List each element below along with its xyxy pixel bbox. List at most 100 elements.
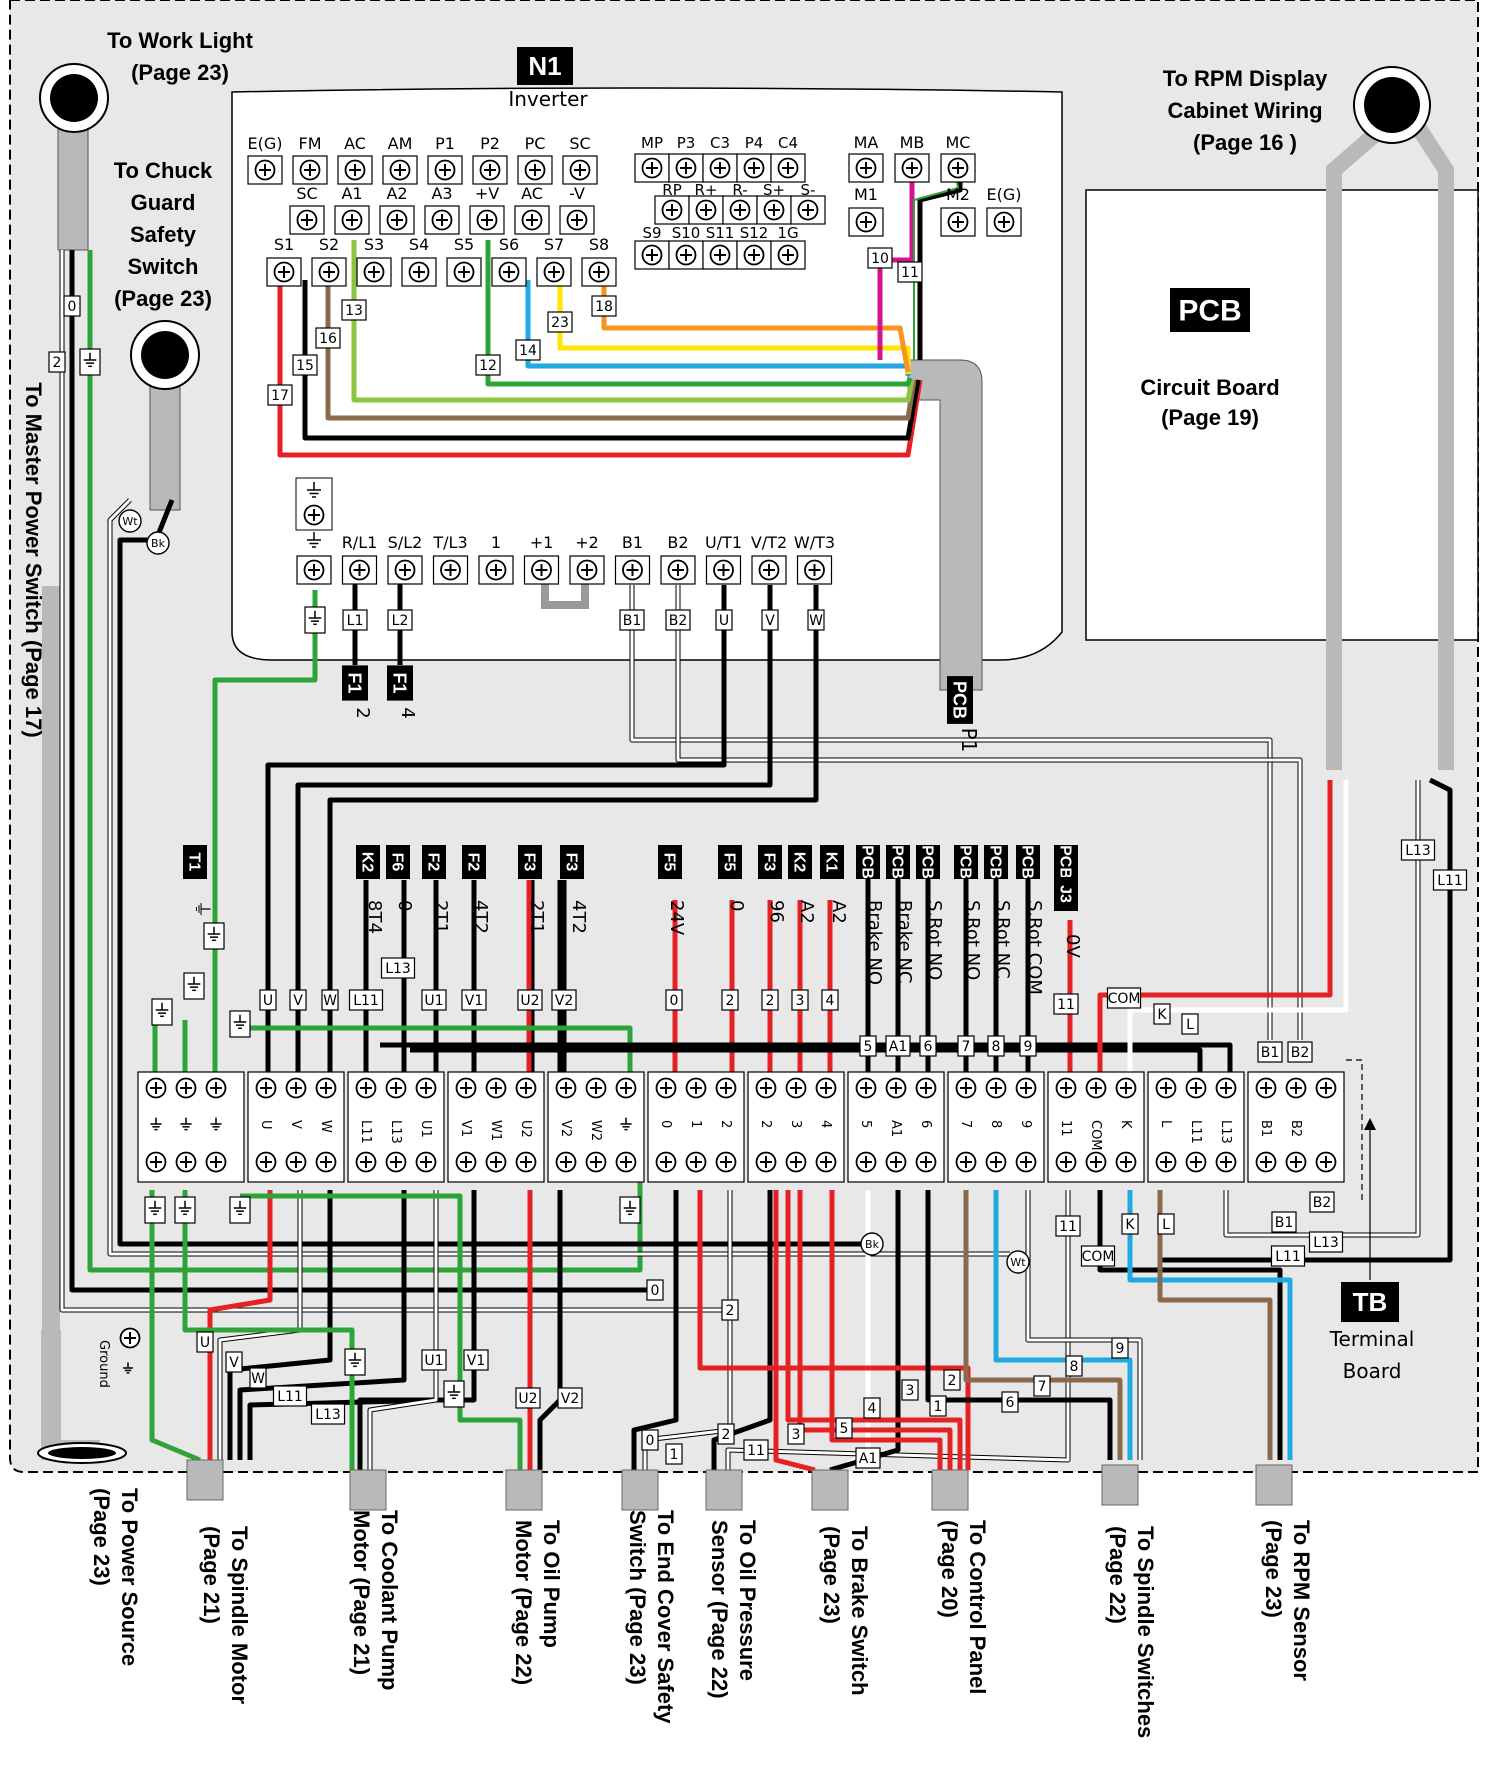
tb-tag-top: 9 [1024,1039,1033,1055]
upper-badge-group: K2 [788,845,812,879]
tb-tag-bottom-box [641,1429,659,1451]
tb-tag-top-box [1053,993,1079,1015]
tb-term-label: V [288,1120,303,1129]
tb-term-label: 8 [988,1120,1003,1128]
inv-term-label: S4 [409,235,429,254]
tag-12: 12 [479,358,497,374]
tb-term-label: V2 [558,1120,573,1137]
tb-tag-top-box [885,1035,911,1057]
tb-tag-top-box [1257,1041,1283,1063]
inv-term-label: C3 [710,134,730,152]
tb-tag-top: U1 [424,993,443,1009]
tag-16: 16 [319,331,337,347]
tb-tag-bottom: L13 [1313,1235,1339,1251]
upper-badge-bg [1016,845,1040,879]
power-tag-box [342,609,368,631]
master-switch-conduit [42,586,60,1346]
tb-tag-bottom: 4 [868,1401,877,1417]
tb-tag-top-box [721,989,739,1011]
tb-tag-bottom-box [1121,1213,1139,1235]
power-tag-box [387,609,413,631]
upper-badge-group: K1 [820,845,844,879]
tb-tag-top: K [1157,1007,1167,1023]
pcb-p1-badge: PCB [950,681,970,719]
inv-term-label: AC [344,134,366,153]
upper-badge: J3 [1056,885,1073,903]
tb-tag-bottom-box [665,1443,683,1465]
upper-label: 0 [394,900,415,911]
inv-term-label: R- [732,181,747,199]
jumper-bar [541,580,589,609]
tb-tag-top-box [1019,1035,1037,1057]
ground-tag-box [229,1196,251,1224]
tb-tag-top: 3 [796,993,805,1009]
power-tag: V [765,613,775,629]
tag-0-left: 0 [68,299,77,315]
tb-term-label: B1 [1258,1120,1273,1137]
fuse-badge-group: F1 [387,665,413,701]
oilp-2 [711,1190,773,1470]
tb-tag-bottom: W [251,1371,265,1387]
tb-tag-bottom-box [1270,1245,1306,1267]
cp-4 [797,1190,953,1470]
tb-tag-bottom: U [200,1335,210,1351]
inv-ground-wire [212,590,318,1080]
upper-badge-bg [183,845,207,879]
tb-term-label: 0 [658,1120,673,1128]
wire-group [41,109,1454,1511]
tag-18-box [591,295,617,317]
upper-badge-bg [1054,845,1078,879]
pcb-p1-text: P1 [957,728,981,753]
tb-term-label: W [318,1120,333,1133]
tag-15: 15 [296,358,314,374]
bottom-callout: (Page 23) [819,1526,844,1624]
bottom-connector-8 [1255,1464,1293,1506]
n1-badge-group: N1 [517,47,573,85]
upper-badge-group: PCB [856,845,880,879]
tb-tag-top-box [919,1035,937,1057]
upper-badge-bg [856,845,880,879]
upper-badge-group: PCB [1054,845,1078,879]
rpm-gland-hole [1364,77,1420,133]
tb-term-label: L13 [388,1120,403,1144]
upper-badge-bg [422,845,446,879]
ground-label: Ground [96,1340,111,1388]
tb-tag-top: U [263,993,273,1009]
tb-tag-top-box [1287,1041,1313,1063]
upper-badge: PCB [1018,845,1035,879]
inv-term-label: U/T1 [705,533,742,552]
upper-badge-bg [518,845,542,879]
inv-term-label: S9 [642,224,661,242]
inv-term-label: A1 [341,184,362,203]
tb-tag-top: L11 [353,993,379,1009]
wt-bk-circle [1006,1250,1030,1274]
bottom-callout: To RPM Sensor [1289,1520,1314,1681]
ground-tag-box [174,1196,196,1224]
tb-tag-top-box [1181,1013,1199,1035]
upper-badge-bg [984,845,1008,879]
tb-tag-bottom-box [1001,1391,1019,1413]
tb-tag-top-box [791,989,809,1011]
power-wire-2 [60,250,730,1312]
gbus-c [240,1025,633,1080]
callout-chuck-guard: Switch [128,254,199,279]
pcb-harness [907,359,983,691]
bottom-callout: To Power Source [117,1488,142,1666]
upper-badge-bg [1054,877,1078,911]
tb-term-label: B2 [1288,1120,1303,1137]
oil-v2 [537,1190,563,1470]
inv-term-label: +V [475,184,499,203]
bottom-callout: To Oil Pressure [735,1520,760,1681]
inv-term-label: S8 [589,235,609,254]
tb-tag-bottom: 2 [948,1373,957,1389]
power-tag-box [715,609,733,631]
upper-badge: T1 [185,853,202,872]
tb-tag-bottom-box [929,1395,947,1417]
inv-term-label: R/L1 [342,533,378,552]
fuse-num: 2 [352,707,373,718]
inv-term-label: S+ [763,181,785,199]
wire-10 [877,168,915,360]
bottom-callout: Motor (Page 21) [349,1510,374,1675]
tag-11: 11 [901,265,919,281]
